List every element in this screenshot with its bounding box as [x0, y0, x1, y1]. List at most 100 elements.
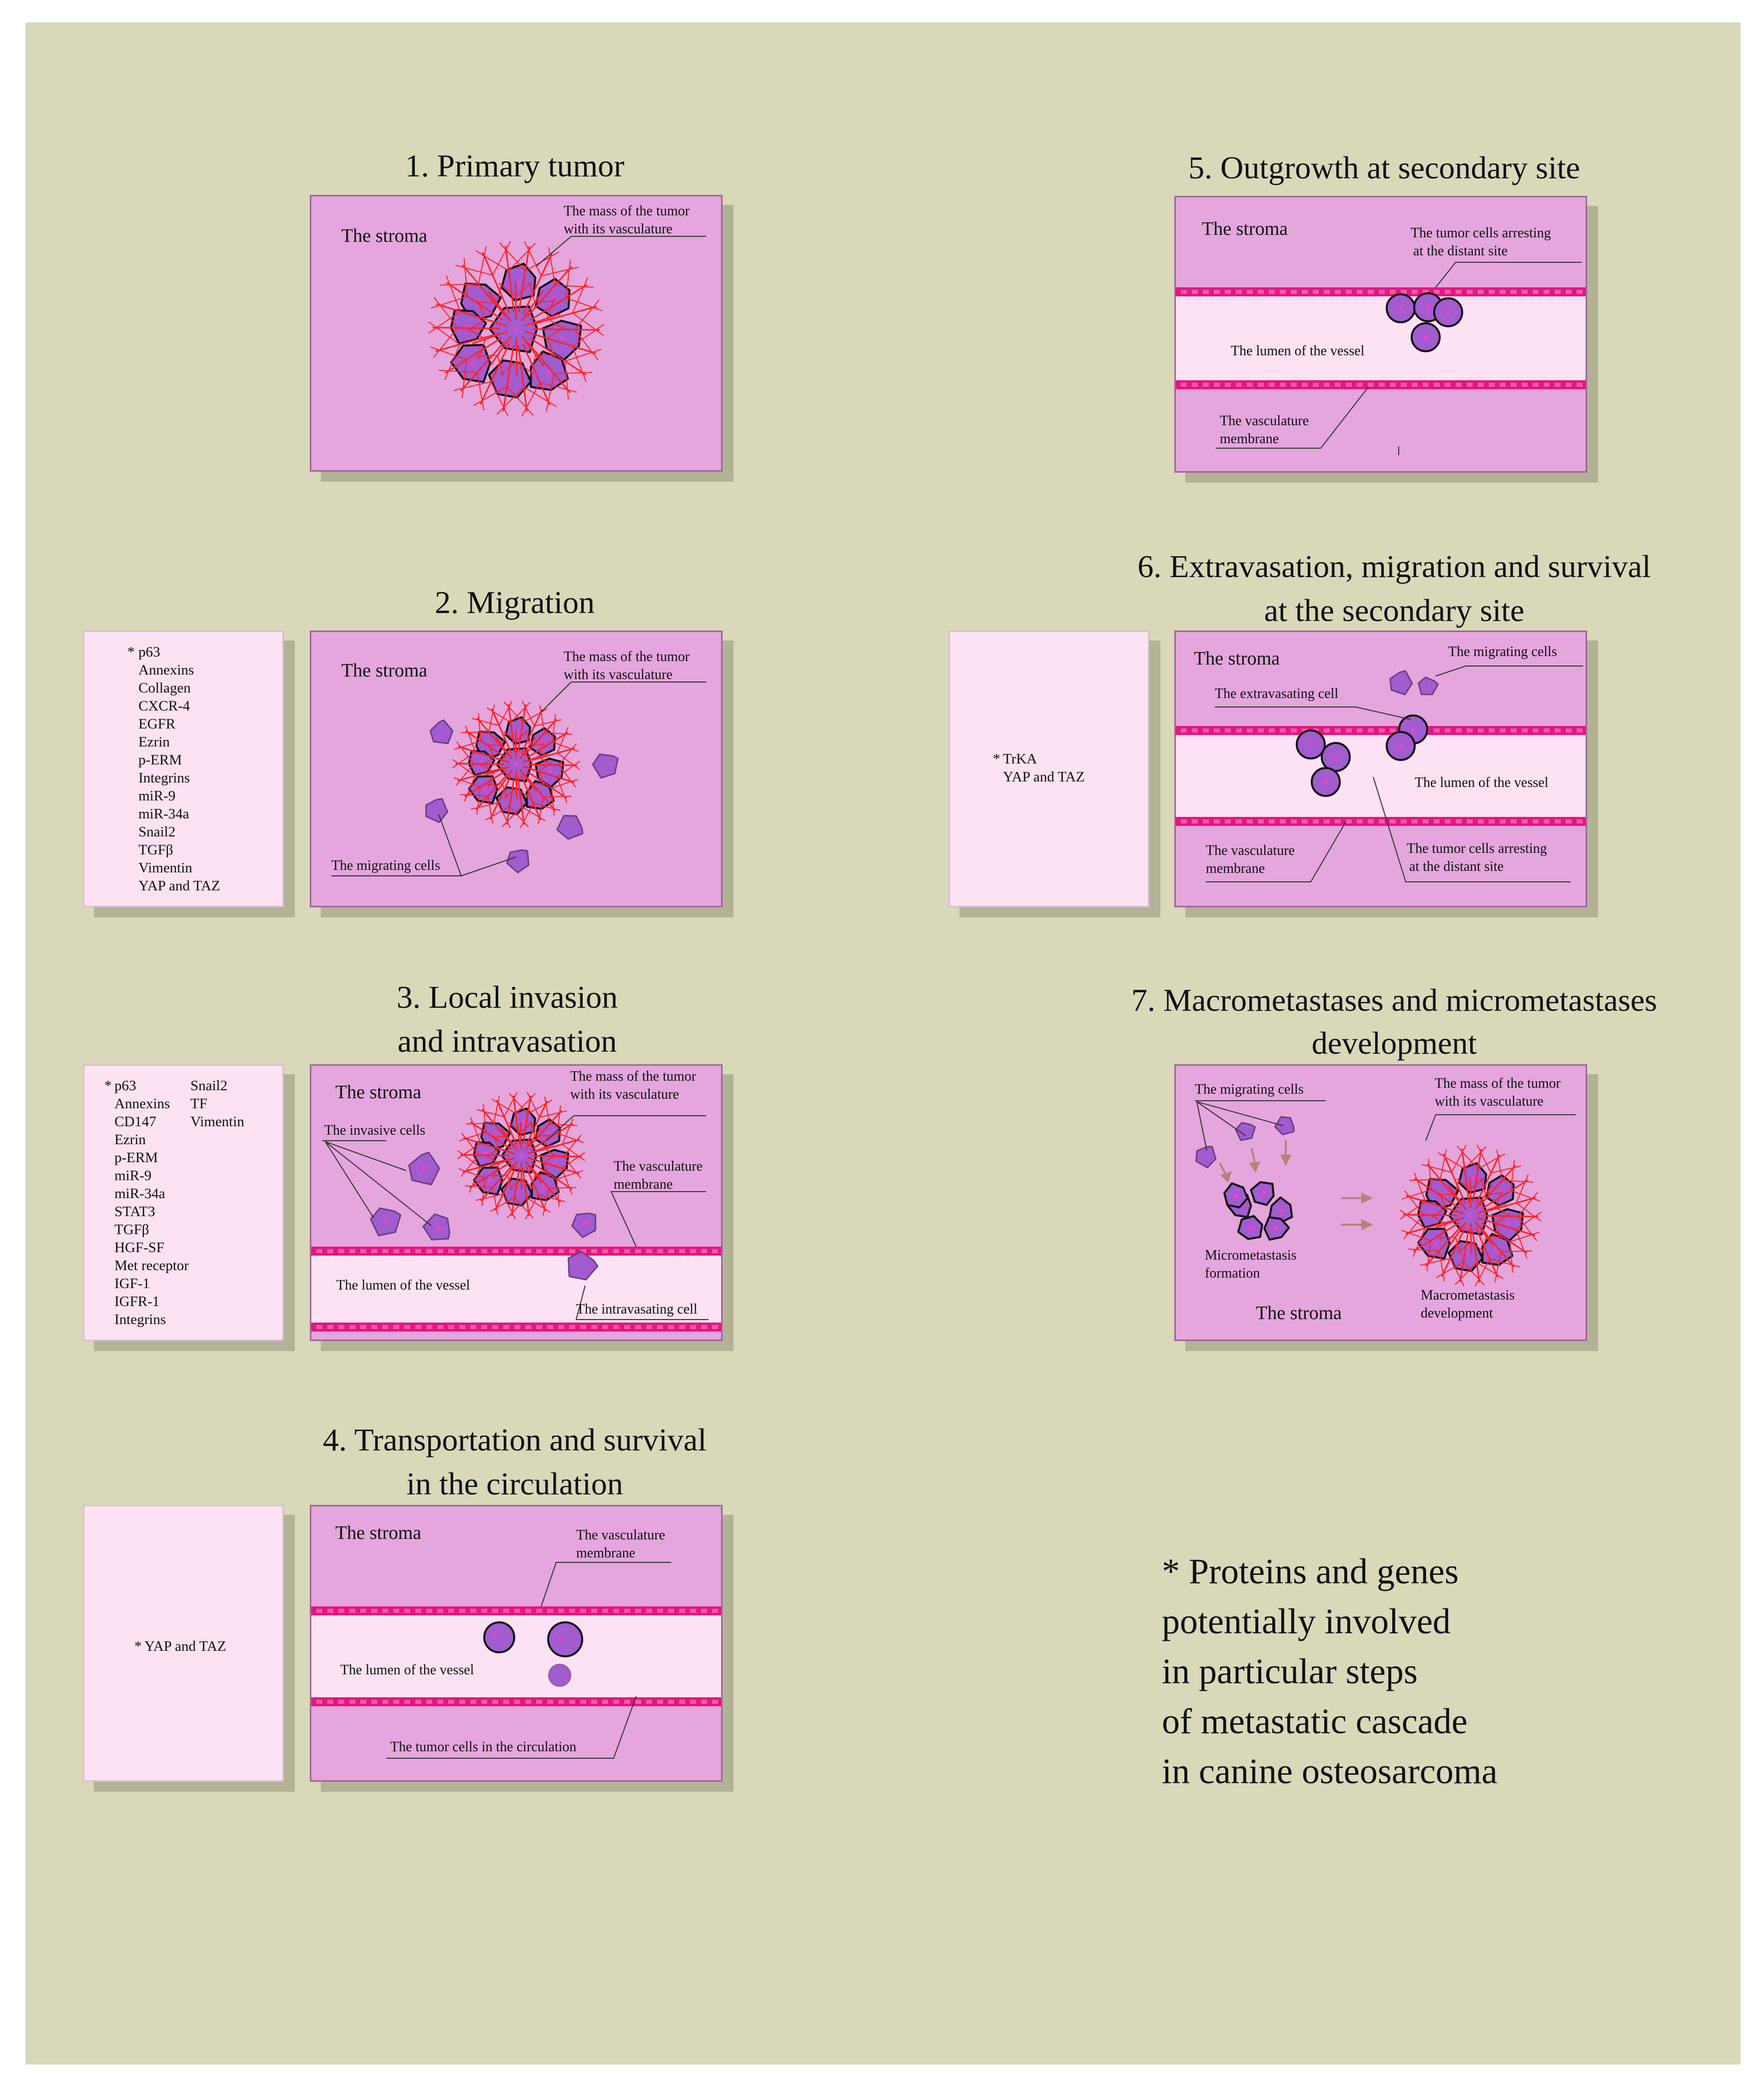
membrane-cell — [1511, 728, 1517, 732]
membrane-cell — [338, 1249, 344, 1253]
blood-vessel-branch — [1489, 1258, 1520, 1268]
footnote-star: * — [104, 1078, 112, 1094]
membrane-cell — [1522, 290, 1528, 294]
membrane-cell — [371, 1325, 377, 1329]
vasculature-membrane-label-line2: membrane — [1220, 431, 1279, 447]
blood-vessel-branch — [1403, 1215, 1424, 1240]
blood-vessel-branch — [530, 782, 546, 784]
cell-nucleus — [488, 1178, 492, 1183]
membrane-cell — [1368, 728, 1374, 732]
blood-vessel — [511, 1167, 520, 1216]
blood-vessel-branch — [467, 318, 486, 332]
blood-vessel-branch — [546, 298, 555, 319]
cell-nucleus — [464, 323, 469, 328]
blood-vessel — [520, 775, 542, 820]
membrane-cell — [470, 1700, 476, 1704]
blood-vessel-branch — [430, 296, 468, 309]
membrane-cell — [327, 1609, 333, 1613]
circulation-cells-label: The tumor cells in the circulation — [390, 1739, 577, 1755]
blood-vessel-branch — [1420, 1258, 1451, 1266]
blood-vessel-branch — [561, 1168, 573, 1195]
lumen-label: The lumen of the vessel — [340, 1662, 474, 1678]
blood-vessel — [530, 284, 588, 321]
footnote-line-5: in canine osteosarcoma — [1162, 1751, 1498, 1791]
blood-vessel-branch — [510, 701, 531, 723]
blood-vessel-branch — [1438, 1152, 1465, 1170]
blood-vessel — [526, 1100, 548, 1145]
membrane-cell — [668, 1700, 674, 1704]
membrane-cell — [1467, 290, 1473, 294]
blood-vessel-branch — [539, 382, 577, 393]
blood-vessel-branch — [440, 283, 479, 286]
blood-vessel-branch — [1496, 1150, 1503, 1181]
blood-vessel — [491, 708, 512, 754]
blood-vessel — [502, 345, 515, 412]
protein-item: Integrins — [114, 1312, 166, 1328]
blood-vessel-branch — [1517, 1216, 1538, 1242]
blood-vessel — [528, 1164, 561, 1203]
blood-vessel — [496, 769, 513, 793]
membrane-cell — [327, 1700, 333, 1704]
cell-nucleus — [541, 740, 545, 744]
blood-vessel — [469, 1161, 512, 1189]
membrane-cell — [1478, 728, 1484, 732]
blood-vessel — [517, 704, 527, 753]
blood-vessel-branch — [1501, 1250, 1532, 1253]
blood-vessel — [522, 253, 553, 314]
blood-vessel-branch — [433, 327, 458, 358]
macrometastasis-label-line2: development — [1421, 1306, 1493, 1321]
blood-vessel-branch — [1431, 1207, 1446, 1218]
blood-vessel-branch — [547, 318, 566, 330]
tumor-mass-label-line1: The mass of the tumor — [564, 649, 690, 665]
tumor-mass-label-line2: with its vasculature — [564, 667, 673, 683]
membrane-cell — [1335, 819, 1341, 823]
micrometastasis-label-line1: Micrometastasis — [1205, 1248, 1297, 1263]
membrane-cell — [701, 1249, 707, 1253]
blood-vessel — [472, 331, 508, 345]
cell-nucleus — [583, 1221, 587, 1225]
membrane-cell — [1379, 290, 1385, 294]
membrane-cell — [393, 1609, 399, 1613]
membrane-cell — [1236, 819, 1242, 823]
membrane-cell — [1511, 383, 1517, 387]
blood-vessel-branch — [557, 1105, 561, 1134]
membrane-cell — [1566, 290, 1572, 294]
membrane-cell — [1181, 290, 1187, 294]
blood-vessel-branch — [1510, 1190, 1541, 1202]
cell-nucleus — [1274, 1226, 1278, 1230]
migrating-cell — [1274, 1116, 1295, 1136]
blood-vessel-branch — [1426, 1240, 1431, 1272]
membrane-cell — [1346, 728, 1352, 732]
membrane-cell — [393, 1249, 399, 1253]
blood-vessel-branch — [493, 1163, 500, 1178]
circulation-protein-list: * YAP and TAZ — [83, 1505, 284, 1782]
blood-vessel — [1469, 1178, 1472, 1209]
protein-item: STAT3 — [114, 1204, 155, 1220]
invasive-cells-label: The invasive cells — [324, 1123, 426, 1138]
membrane-cell — [338, 1325, 344, 1329]
membrane-cell — [371, 1700, 377, 1704]
blood-vessel — [519, 736, 537, 759]
membrane-cell — [1346, 383, 1352, 387]
membrane-cell — [1412, 290, 1418, 294]
blood-vessel-branch — [533, 802, 561, 811]
blood-vessel-branch — [508, 1122, 521, 1133]
invasive-cell — [571, 1213, 597, 1238]
step-3-illustration — [311, 1092, 721, 1332]
migrating-cells-label: The migrating cells — [331, 858, 440, 873]
membrane-cell — [635, 1609, 641, 1613]
membrane-cell — [1467, 819, 1473, 823]
blood-vessel-branch — [521, 806, 546, 822]
cell-nucleus — [1334, 755, 1338, 759]
blood-vessel — [1479, 1165, 1516, 1206]
blood-vessel-branch — [557, 727, 569, 753]
protein-item: Snail2 — [190, 1078, 228, 1094]
membrane-cell — [1379, 819, 1385, 823]
membrane-cell — [1280, 819, 1286, 823]
membrane-cell — [503, 1325, 509, 1329]
blood-vessel — [457, 767, 505, 781]
footnote: * Proteins and genes potentially involve… — [1162, 1546, 1498, 1796]
blood-vessel — [1443, 1153, 1466, 1204]
membrane-cell — [569, 1609, 575, 1613]
